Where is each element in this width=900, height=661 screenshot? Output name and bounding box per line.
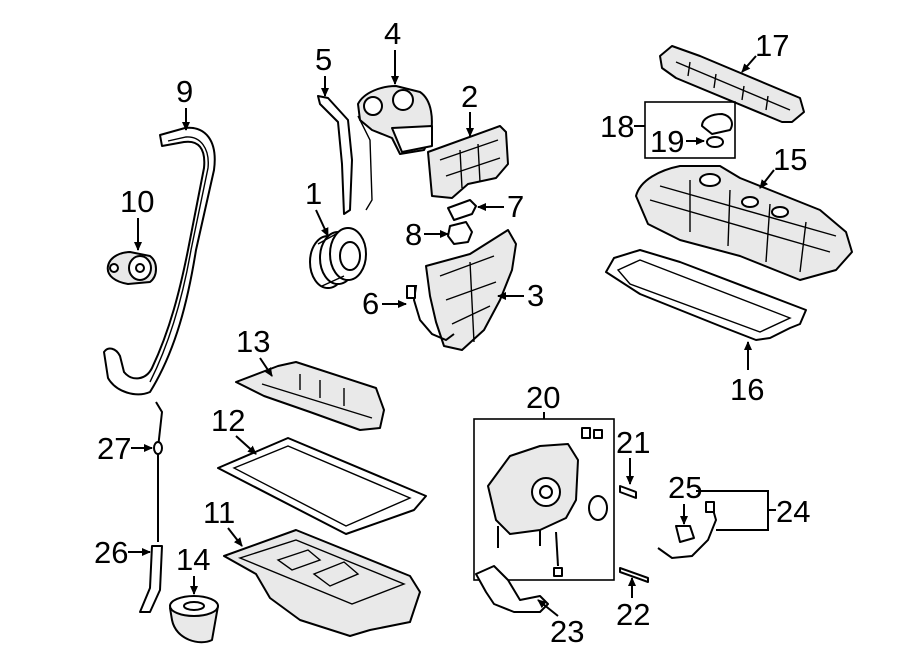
svg-text:11: 11 <box>203 495 235 530</box>
upper-timing-cover <box>357 85 433 155</box>
oil-pan <box>223 529 421 637</box>
svg-text:1: 1 <box>305 176 322 211</box>
svg-text:27: 27 <box>97 431 131 466</box>
callout-2: 2 <box>461 79 478 137</box>
cover-bracket <box>447 199 477 245</box>
callout-6: 6 <box>362 286 407 321</box>
belt-tensioner <box>106 251 157 285</box>
callout-17: 17 <box>741 28 789 73</box>
callout-3: 3 <box>497 278 544 313</box>
callout-7: 7 <box>477 189 524 224</box>
lower-timing-cover <box>425 229 517 351</box>
oil-filter <box>169 595 219 644</box>
callout-26: 26 <box>94 535 151 570</box>
svg-text:23: 23 <box>550 614 584 649</box>
callout-5: 5 <box>315 42 332 97</box>
callout-22: 22 <box>616 577 650 632</box>
valve-cover-gasket <box>605 249 807 341</box>
bolts <box>619 485 649 583</box>
crank-position-sensor <box>406 285 455 342</box>
callout-16: 16 <box>730 341 764 407</box>
svg-text:13: 13 <box>236 324 270 359</box>
callout-14: 14 <box>176 542 210 595</box>
svg-text:10: 10 <box>120 184 154 219</box>
callout-9: 9 <box>176 74 193 131</box>
oil-pressure-sensor-harness <box>657 501 718 560</box>
callout-13: 13 <box>236 324 273 377</box>
callout-25: 25 <box>668 470 702 525</box>
svg-text:4: 4 <box>384 16 401 51</box>
svg-text:21: 21 <box>616 425 650 460</box>
svg-text:6: 6 <box>362 286 379 321</box>
oil-strainer-bracket <box>475 565 549 613</box>
oil-dipstick <box>139 401 164 613</box>
filler-cap-group-box <box>644 101 736 159</box>
middle-timing-cover <box>427 125 509 199</box>
svg-text:20: 20 <box>526 380 560 415</box>
engine-cover <box>659 45 805 123</box>
svg-text:8: 8 <box>405 217 422 252</box>
oil-baffle-plate <box>235 361 385 431</box>
svg-text:25: 25 <box>668 470 702 505</box>
callout-12: 12 <box>211 403 257 455</box>
callout-4: 4 <box>384 16 401 85</box>
oil-filler-cap-group <box>644 101 736 159</box>
svg-text:12: 12 <box>211 403 245 438</box>
svg-text:22: 22 <box>616 597 650 632</box>
callout-15: 15 <box>759 142 807 189</box>
timing-belt <box>103 126 216 396</box>
callout-8: 8 <box>405 217 449 252</box>
callout-10: 10 <box>120 184 154 251</box>
svg-text:7: 7 <box>507 189 524 224</box>
callout-19: 19 <box>650 124 705 159</box>
callout-1: 1 <box>305 176 329 237</box>
svg-text:26: 26 <box>94 535 128 570</box>
callout-20: 20 <box>526 380 560 419</box>
callout-27: 27 <box>97 431 153 466</box>
svg-text:5: 5 <box>315 42 332 77</box>
callout-11: 11 <box>203 495 243 547</box>
svg-text:24: 24 <box>776 494 810 529</box>
callout-18: 18 <box>600 109 634 144</box>
svg-text:2: 2 <box>461 79 478 114</box>
svg-text:18: 18 <box>600 109 634 144</box>
timing-cover-seal <box>317 95 373 215</box>
svg-text:16: 16 <box>730 372 764 407</box>
svg-text:19: 19 <box>650 124 684 159</box>
callout-21: 21 <box>616 425 650 485</box>
callout-24: 24 <box>776 494 810 529</box>
callout-brackets <box>634 125 776 531</box>
svg-text:3: 3 <box>527 278 544 313</box>
svg-text:17: 17 <box>755 28 789 63</box>
svg-text:14: 14 <box>176 542 210 577</box>
crankshaft-pulley <box>309 227 367 289</box>
callout-23: 23 <box>537 599 584 649</box>
svg-text:9: 9 <box>176 74 193 109</box>
valve-cover <box>635 165 853 281</box>
oil-pump-group <box>473 418 615 581</box>
svg-text:15: 15 <box>773 142 807 177</box>
oil-pan-gasket <box>217 437 427 535</box>
